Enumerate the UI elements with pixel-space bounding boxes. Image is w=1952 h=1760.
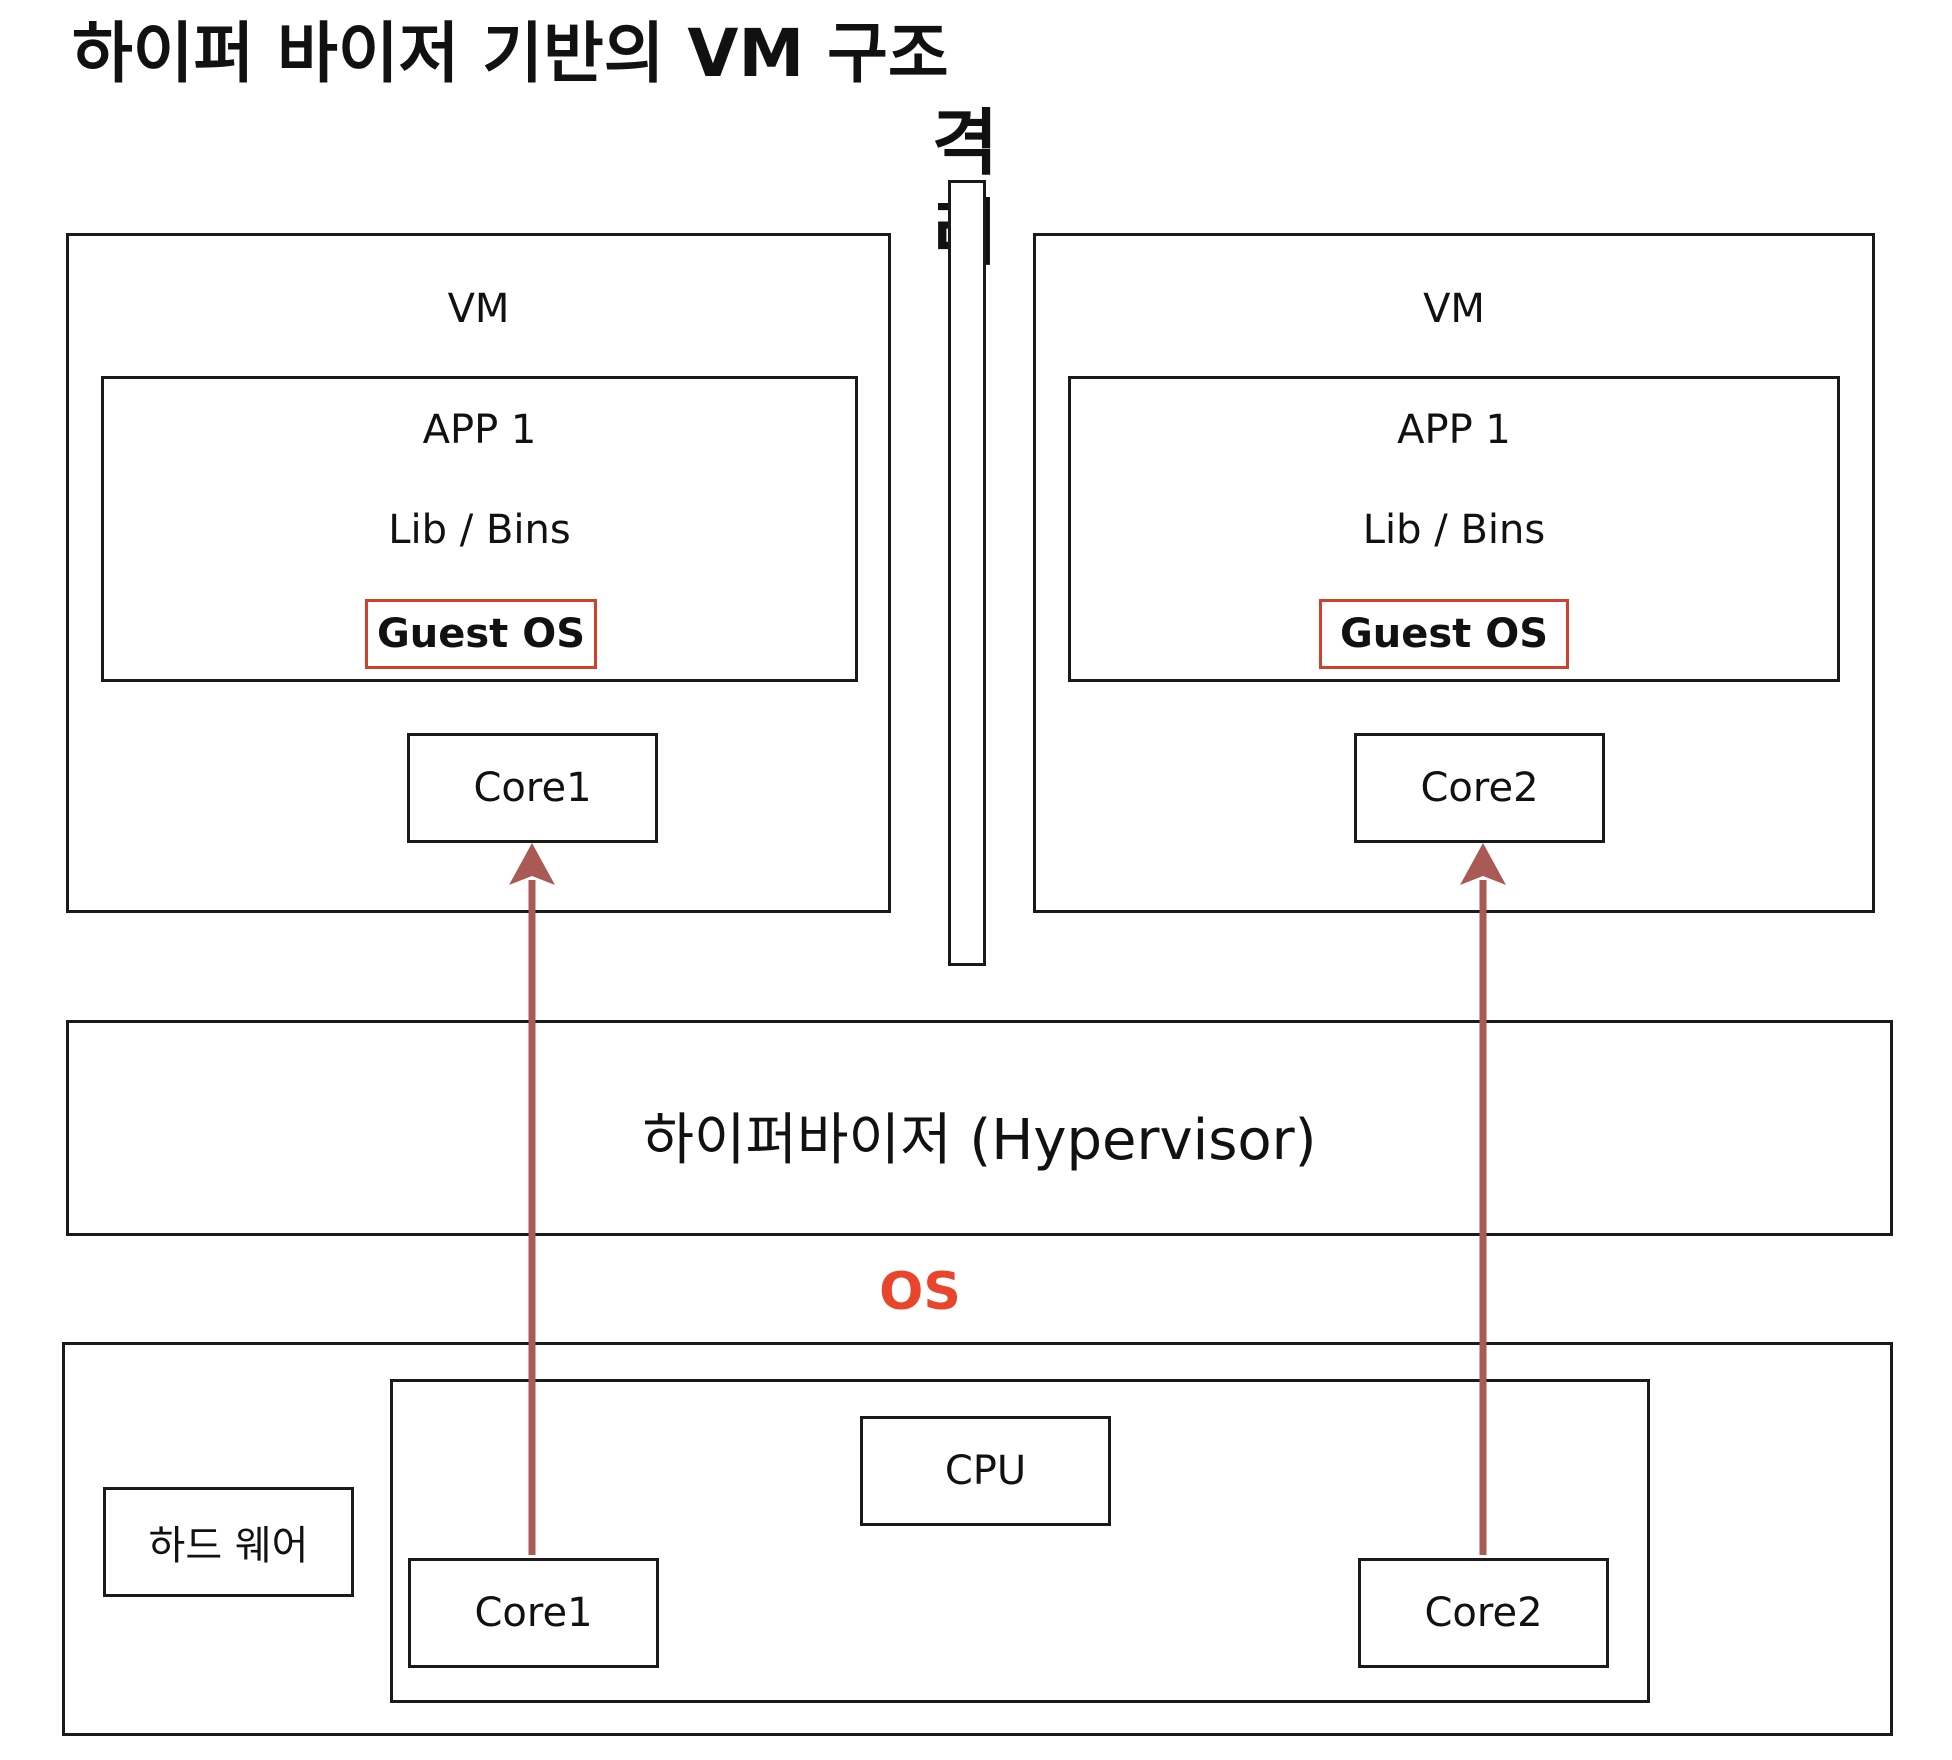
- vm-right-core: Core2: [1354, 733, 1605, 843]
- hypervisor-box: 하이퍼바이저 (Hypervisor): [66, 1020, 1893, 1236]
- isolation-bar: [948, 180, 986, 966]
- hw-core-right: Core2: [1358, 1558, 1609, 1668]
- hardware-box: 하드 웨어 CPU Core1 Core2: [62, 1342, 1893, 1736]
- vm-right-box: VM APP 1 Lib / Bins Guest OS Core2: [1033, 233, 1875, 913]
- vm-left-app-label: APP 1: [422, 407, 537, 453]
- hardware-label: 하드 웨어: [103, 1487, 354, 1597]
- os-label: OS: [879, 1262, 961, 1322]
- vm-right-app-stack: APP 1 Lib / Bins Guest OS: [1068, 376, 1840, 682]
- hw-core-left: Core1: [408, 1558, 659, 1668]
- vm-left-core: Core1: [407, 733, 658, 843]
- diagram-title: 하이퍼 바이저 기반의 VM 구조: [72, 15, 949, 92]
- vm-right-guest-os: Guest OS: [1319, 599, 1569, 669]
- vm-right-app-label: APP 1: [1397, 407, 1511, 453]
- hypervisor-label: 하이퍼바이저 (Hypervisor): [642, 1108, 1317, 1173]
- vm-right-label: VM: [1423, 286, 1485, 332]
- vm-left-guest-os: Guest OS: [365, 599, 597, 669]
- vm-left-app-stack: APP 1 Lib / Bins Guest OS: [101, 376, 858, 682]
- cpu-label: CPU: [860, 1416, 1111, 1526]
- cpu-box: CPU Core1 Core2: [390, 1379, 1650, 1703]
- vm-left-label: VM: [447, 286, 510, 332]
- vm-left-libs-label: Lib / Bins: [388, 507, 571, 553]
- vm-left-box: VM APP 1 Lib / Bins Guest OS Core1: [66, 233, 891, 913]
- vm-right-libs-label: Lib / Bins: [1362, 507, 1546, 553]
